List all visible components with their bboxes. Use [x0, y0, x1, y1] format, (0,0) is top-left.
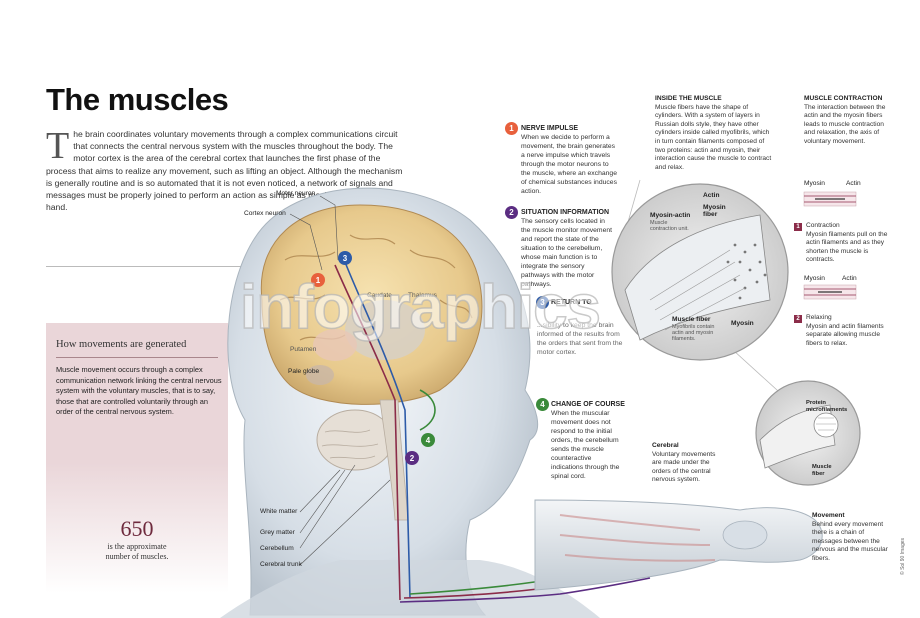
how-movements-text: Muscle movement occurs through a complex…	[56, 365, 222, 417]
muscle-contraction-heading: MUSCLE CONTRACTION	[804, 95, 883, 102]
inside-muscle-heading: INSIDE THE MUSCLE	[655, 95, 722, 102]
divider	[46, 266, 246, 267]
step-3-badge: 3	[536, 296, 549, 309]
svg-text:3: 3	[343, 254, 348, 263]
label-putamen: Putamen	[290, 346, 317, 353]
movement-heading: Movement	[812, 512, 845, 519]
cerebral-note: Cerebral Voluntary movements are made un…	[652, 442, 724, 485]
page-title: The muscles	[46, 82, 229, 117]
label-white-matter: White matter	[260, 508, 298, 515]
arm	[534, 499, 823, 591]
movement-note: Movement Behind every movement there is …	[812, 512, 888, 564]
relaxing-block: Relaxing Myosin and actin filaments sepa…	[806, 314, 890, 348]
image-credit: © Sol 90 Images	[900, 537, 906, 575]
circle-label-muscle-fiber-sub: Myofibrils contain actin and myosin fila…	[672, 324, 715, 342]
cerebral-text: Voluntary movements are made under the o…	[652, 450, 716, 484]
contraction-label-myosin-top: Myosin	[804, 180, 825, 187]
circle-label-actin: Actin	[703, 192, 720, 199]
svg-text:4: 4	[426, 436, 431, 445]
muscle-detail-circle	[611, 179, 811, 421]
how-movements-box: How movements are generated Muscle movem…	[46, 323, 228, 463]
step-2-text: The sensory cells located in the muscle …	[521, 218, 613, 288]
step-4: CHANGE OF COURSE When the muscular movem…	[551, 400, 625, 481]
circle-label-myosin-fiber: Myosin fiber	[703, 204, 726, 218]
label-cerebellum: Cerebellum	[260, 545, 294, 552]
relaxing-text: Myosin and actin filaments separate allo…	[806, 322, 884, 347]
inside-muscle: INSIDE THE MUSCLE Muscle fibers have the…	[655, 95, 773, 172]
contraction-number: 1	[794, 223, 802, 231]
step-3-title: RETURN TO	[551, 299, 592, 306]
inside-muscle-text: Muscle fibers have the shape of cylinder…	[655, 103, 772, 171]
contraction-label-myosin-bottom: Myosin	[804, 275, 825, 282]
svg-text:2: 2	[410, 454, 415, 463]
movement-text: Behind every movement there is a chain o…	[812, 520, 888, 562]
step-1-text: When we decide to perform a movement, th…	[521, 134, 617, 195]
svg-text:1: 1	[316, 276, 321, 285]
muscle-contraction-text: The interaction between the actin and th…	[804, 103, 886, 145]
step-3: RETURN TO ...sibility to keep the brain …	[537, 298, 623, 357]
circle-label-myosin-actin-sub: Muscle contraction unit.	[650, 220, 689, 232]
circle-label-muscle-fiber: Muscle fiber	[672, 316, 711, 323]
step-4-title: CHANGE OF COURSE	[551, 401, 625, 408]
how-movements-fade	[46, 463, 228, 593]
contraction-block: Contraction Myosin filaments pull on the…	[806, 222, 890, 265]
contraction-diagram-bottom	[803, 284, 857, 300]
cerebral-heading: Cerebral	[652, 442, 679, 449]
step-2-title: SITUATION INFORMATION	[521, 209, 610, 216]
illustration-badges: 3 1 2 4	[311, 251, 435, 465]
step-3-text: ...sibility to keep the brain informed o…	[537, 322, 623, 356]
brain	[260, 204, 483, 521]
fact-caption: is the approximate number of muscles.	[46, 542, 228, 562]
label-cerebral-trunk: Cerebral trunk	[260, 561, 302, 568]
step-2: SITUATION INFORMATION The sensory cells …	[521, 208, 613, 289]
intro-dropcap: T	[46, 125, 70, 167]
fact-number: 650	[120, 516, 154, 541]
watermark: infographics	[239, 272, 602, 343]
circle-label-myosin: Myosin	[731, 320, 754, 327]
step-1-badge: 1	[505, 122, 518, 135]
step-1: NERVE IMPULSE When we decide to perform …	[521, 124, 617, 196]
relaxing-number: 2	[794, 315, 802, 323]
step-4-badge: 4	[536, 398, 549, 411]
intro-text: he brain coordinates voluntary movements…	[46, 129, 405, 213]
label-caudate: Caudate	[367, 292, 392, 299]
brain-leader-lines	[289, 195, 391, 566]
label-grey-matter: Grey matter	[260, 529, 295, 536]
contraction-label-actin-bottom: Actin	[842, 275, 857, 282]
contraction-diagram-top	[803, 191, 857, 207]
fact-caption-line2: number of muscles.	[105, 552, 169, 561]
relaxing-title: Relaxing	[806, 314, 832, 321]
step-1-title: NERVE IMPULSE	[521, 125, 579, 132]
how-movements-heading: How movements are generated	[56, 339, 187, 350]
label-thalamus: Thalamus	[408, 292, 437, 299]
label-pale-globe: Pale globe	[288, 368, 320, 375]
label-motor-neuron: Motor neuron	[276, 190, 316, 197]
fiber-label-protein: Protein microfilaments	[806, 400, 848, 413]
circle-label-myosin-actin: Myosin-actin	[650, 212, 691, 219]
how-movements-rule	[56, 357, 218, 358]
contraction-label-actin-top: Actin	[846, 180, 861, 187]
fiber-detail-circle	[755, 380, 861, 486]
fiber-label-muscle-fiber: Muscle fiber	[812, 464, 832, 477]
contraction-text: Myosin filaments pull on the actin filam…	[806, 230, 888, 264]
contraction-title: Contraction	[806, 222, 840, 229]
step-2-badge: 2	[505, 206, 518, 219]
step-4-text: When the muscular movement does not resp…	[551, 410, 620, 480]
muscle-contraction: MUSCLE CONTRACTION The interaction betwe…	[804, 95, 890, 147]
label-cortex-neuron: Cortex neuron	[244, 210, 286, 217]
fact-caption-line1: is the approximate	[107, 542, 167, 551]
